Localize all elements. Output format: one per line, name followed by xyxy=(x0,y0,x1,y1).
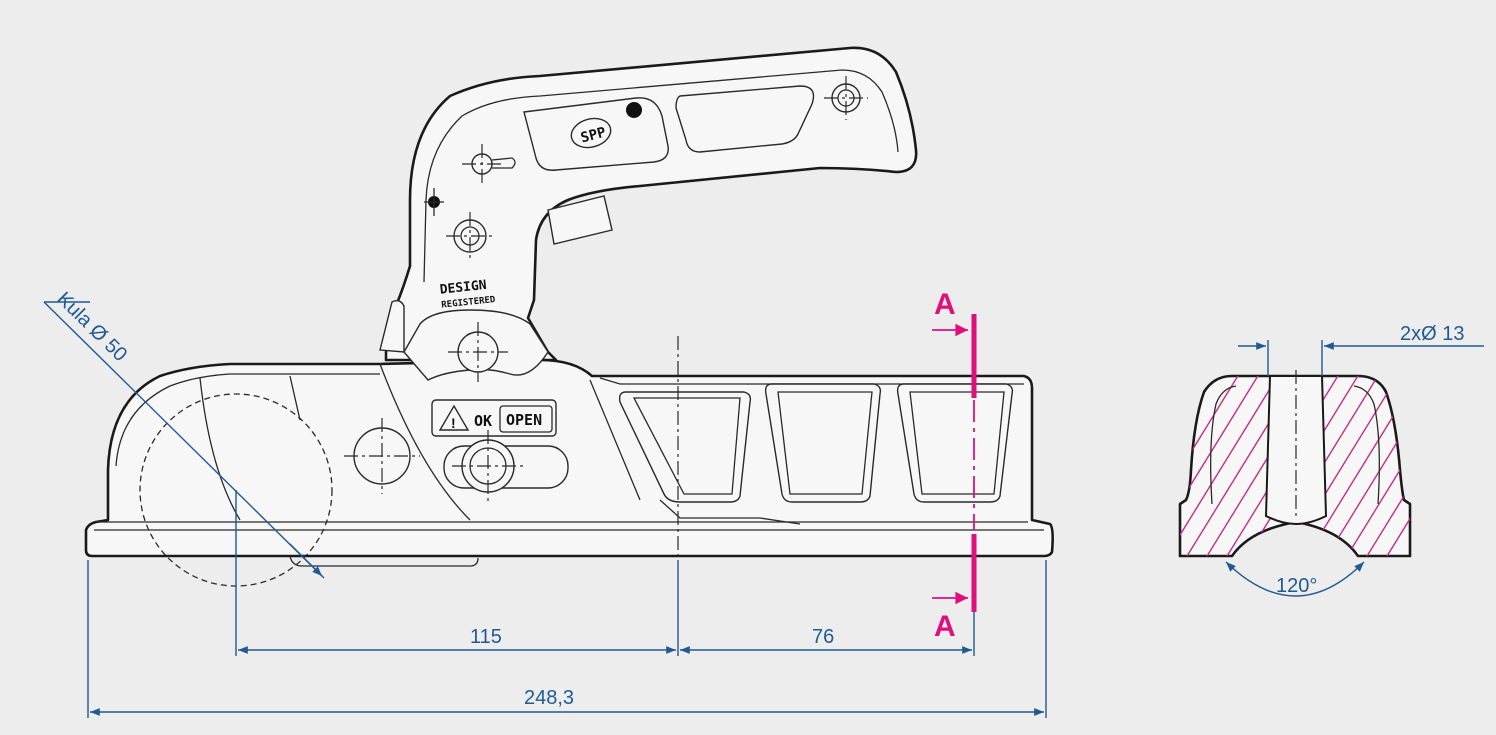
release-trigger xyxy=(547,195,613,245)
angle-arc xyxy=(1225,561,1365,597)
dim-76-text: 76 xyxy=(812,626,834,648)
rib-pocket-2 xyxy=(764,383,882,503)
lever-inner-contour xyxy=(423,69,899,283)
section-marker-bottom: A xyxy=(934,610,956,643)
section-view: 2xØ 13 120° xyxy=(1178,323,1484,597)
rib-pocket-1 xyxy=(618,391,752,503)
ball-diameter-label: Kula Ø 50 xyxy=(52,288,131,366)
logo-dot xyxy=(626,102,642,118)
ok-indicator: OK xyxy=(474,412,492,430)
warning-triangle-icon xyxy=(438,404,470,431)
section-marker-top: A xyxy=(934,288,956,321)
coupling-side-view: SPP DESIGN REGISTERED xyxy=(84,46,1054,587)
grip-window xyxy=(675,85,815,153)
hole-diameter-label: 2xØ 13 xyxy=(1400,323,1464,345)
angle-label: 120° xyxy=(1276,575,1317,597)
ball-leader xyxy=(43,301,325,579)
rib-pocket-3 xyxy=(896,383,1014,503)
spp-logo xyxy=(570,117,612,149)
section-line-a: A A xyxy=(932,288,977,643)
svg-text:!: ! xyxy=(451,415,456,431)
open-indicator: OPEN xyxy=(506,411,542,429)
dim-115-text: 115 xyxy=(470,626,502,648)
dim-total-text: 248,3 xyxy=(524,687,574,709)
spp-logo-text: SPP xyxy=(579,124,608,146)
housing-top-edge xyxy=(115,373,380,467)
svg-text:DESIGN: DESIGN xyxy=(439,278,487,298)
